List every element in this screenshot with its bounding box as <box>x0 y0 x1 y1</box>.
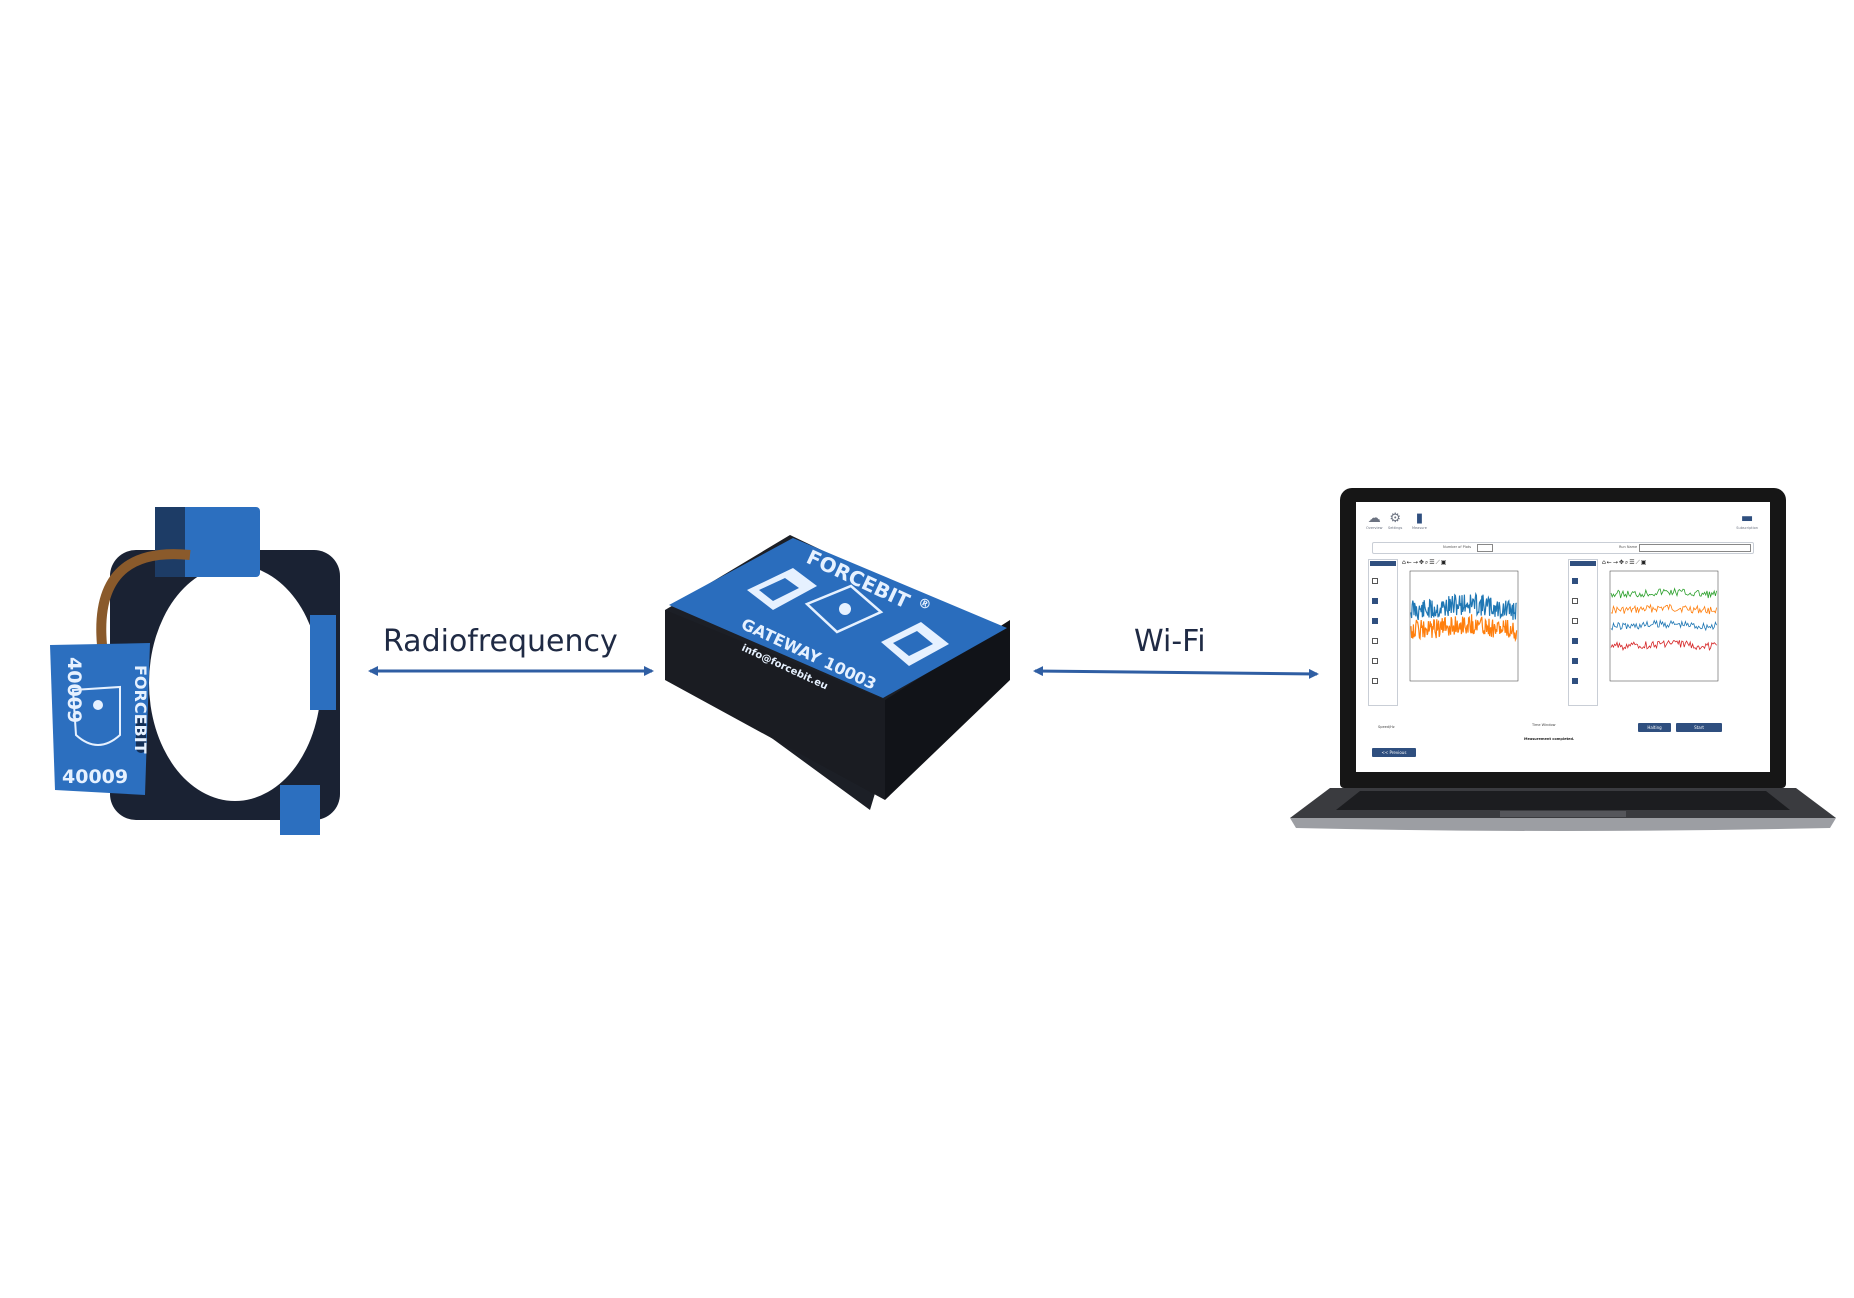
series-red <box>1610 639 1717 652</box>
channel-checkbox[interactable] <box>1572 658 1578 664</box>
nav-subscription[interactable]: ▬ Subscription <box>1736 511 1758 530</box>
channel-checkbox[interactable] <box>1372 638 1378 644</box>
plots-input[interactable] <box>1477 544 1493 552</box>
channel-checkbox[interactable] <box>1572 638 1578 644</box>
run-name-input[interactable] <box>1639 544 1751 552</box>
sensor-id-bottom: 40009 <box>62 766 128 788</box>
nav-settings[interactable]: ⚙ Settings <box>1388 511 1403 530</box>
sensor-brand: FORCEBIT <box>131 665 150 754</box>
channel-checkbox[interactable] <box>1572 618 1578 624</box>
halt-button[interactable]: Halting <box>1638 723 1671 732</box>
laptop-base <box>1290 788 1836 831</box>
select-all-button[interactable] <box>1570 561 1596 566</box>
signal-plot-left <box>1409 570 1519 682</box>
qr-code-right-icon <box>881 622 949 666</box>
channel-checkbox[interactable] <box>1372 658 1378 664</box>
bar-chart-icon: ▮ <box>1415 511 1424 526</box>
plot-panel-left: ⌂←→✥⌕☰⟋▣ <box>1368 559 1548 709</box>
laptop-device: ☁ Overview ⚙ Settings ▮ Measure ▬ Subscr… <box>1290 488 1836 843</box>
series-blue <box>1410 591 1517 621</box>
series-blue <box>1610 619 1717 632</box>
qr-code-left-icon <box>747 568 817 610</box>
run-name-label: Run Name <box>1619 545 1638 549</box>
channel-list-left <box>1368 559 1398 706</box>
channel-checkbox[interactable] <box>1572 678 1578 684</box>
gateway-logo-icon <box>804 584 884 634</box>
gears-icon: ⚙ <box>1389 511 1401 526</box>
nav-measure[interactable]: ▮ Measure <box>1412 511 1427 530</box>
wifi-arrow <box>1033 666 1319 679</box>
plots-label: Number of Plots <box>1443 545 1472 549</box>
gateway-registered: ® <box>915 595 933 614</box>
previous-button[interactable]: << Previous <box>1372 748 1416 757</box>
speed-label: Speed/Hz <box>1378 725 1395 729</box>
channel-checkbox[interactable] <box>1372 598 1378 604</box>
channel-checkbox[interactable] <box>1572 578 1578 584</box>
signal-plot-right <box>1609 570 1719 682</box>
start-button[interactable]: Start <box>1676 723 1722 732</box>
laptop-screen: ☁ Overview ⚙ Settings ▮ Measure ▬ Subscr… <box>1356 502 1770 772</box>
cloud-icon: ☁ <box>1367 511 1381 526</box>
series-green <box>1610 587 1717 599</box>
plot-toolbar-right[interactable]: ⌂←→✥⌕☰⟋▣ <box>1602 559 1648 566</box>
sensor-device: 40009 FORCEBIT 40009 <box>40 495 370 865</box>
select-all-button[interactable] <box>1370 561 1396 566</box>
sensor-logo-icon <box>71 685 121 746</box>
settings-bar: Number of Plots Run Name <box>1372 542 1754 554</box>
channel-checkbox[interactable] <box>1372 618 1378 624</box>
sensor-id-top: 40009 <box>63 657 85 723</box>
server-icon: ▬ <box>1740 511 1754 526</box>
channel-list-right <box>1568 559 1598 706</box>
channel-checkbox[interactable] <box>1372 578 1378 584</box>
gateway-device: FORCEBIT ® GATEWAY 10003 info@forcebit.e… <box>655 530 1025 820</box>
channel-checkbox[interactable] <box>1572 598 1578 604</box>
nav-overview[interactable]: ☁ Overview <box>1366 511 1383 530</box>
wifi-label: Wi-Fi <box>1134 624 1206 659</box>
plot-toolbar-left[interactable]: ⌂←→✥⌕☰⟋▣ <box>1402 559 1448 566</box>
time-window-label: Time Window <box>1532 723 1556 727</box>
channel-checkbox[interactable] <box>1372 678 1378 684</box>
radiofrequency-label: Radiofrequency <box>383 624 618 659</box>
status-message: Measurement completed. <box>1524 737 1575 741</box>
series-orange <box>1410 614 1518 643</box>
plot-panel-right: ⌂←→✥⌕☰⟋▣ <box>1568 559 1748 709</box>
series-orange <box>1610 603 1717 615</box>
